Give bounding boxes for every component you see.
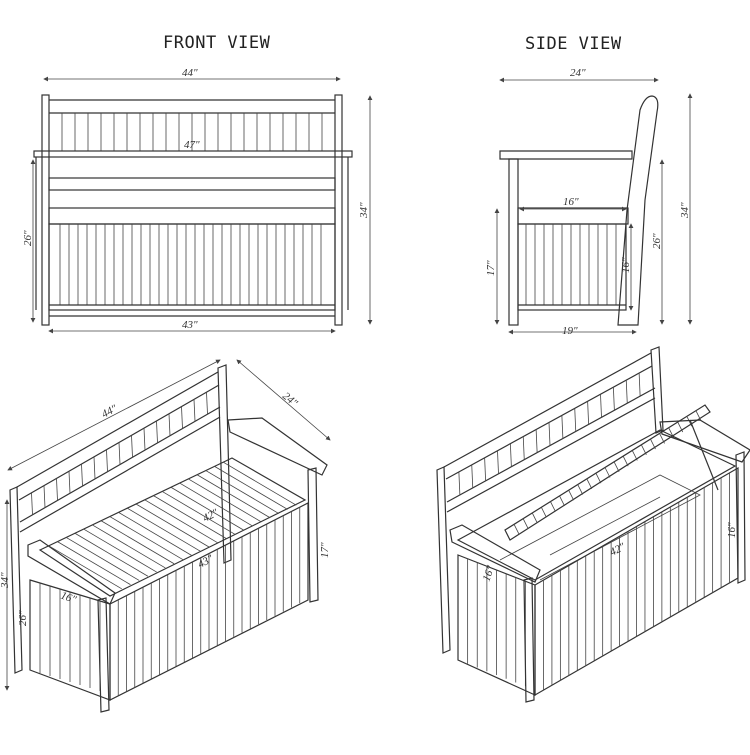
side-dim-seat-depth: 16" — [563, 196, 579, 208]
front-dim-width-top: 44" — [182, 67, 198, 79]
side-view-drawing — [499, 95, 659, 326]
side-dim-arm-height: 26" — [651, 233, 663, 249]
front-dim-height-arm: 26" — [22, 230, 34, 246]
iso-open-drawing — [436, 346, 750, 703]
side-dim-box-height: 16" — [620, 257, 632, 273]
iso-dim-inner-depth: 16" — [59, 590, 78, 607]
side-dim-height-total: 34" — [679, 202, 691, 219]
front-view-title: FRONT VIEW — [163, 33, 271, 53]
iso-dim-height: 34" — [0, 572, 11, 589]
front-view-drawing — [33, 94, 353, 326]
side-dim-depth-top: 24" — [570, 67, 586, 79]
iso-dim-inner-length: 42" — [201, 507, 221, 525]
side-dim-seat-height: 17" — [485, 260, 497, 276]
iso-open-dimensions: 16" 16" 42" — [481, 522, 738, 583]
iso-dim-box-length: 43" — [196, 553, 216, 571]
iso-dim-seat-height: 17" — [319, 542, 331, 558]
front-view-dimensions: 44" 47" 34" 26" 43" — [22, 67, 373, 334]
front-dim-arm-width: 47" — [184, 139, 200, 151]
side-view-dimensions: 24" 16" 17" 16" 26" 34" 19" — [485, 67, 693, 337]
side-view-title: SIDE VIEW — [525, 34, 622, 54]
iso-dim-length: 44" — [100, 403, 120, 421]
side-dim-depth-bottom: 19" — [562, 325, 578, 337]
iso-dim-depth: 24" — [280, 390, 300, 409]
iso2-dim-box-height: 16" — [726, 522, 738, 538]
front-dim-height-total: 34" — [358, 202, 370, 219]
iso-closed-drawing — [9, 364, 328, 713]
iso-dim-arm-height: 26" — [17, 610, 29, 626]
iso2-dim-inner-depth: 16" — [481, 564, 498, 583]
front-dim-width-bottom: 43" — [182, 319, 198, 331]
